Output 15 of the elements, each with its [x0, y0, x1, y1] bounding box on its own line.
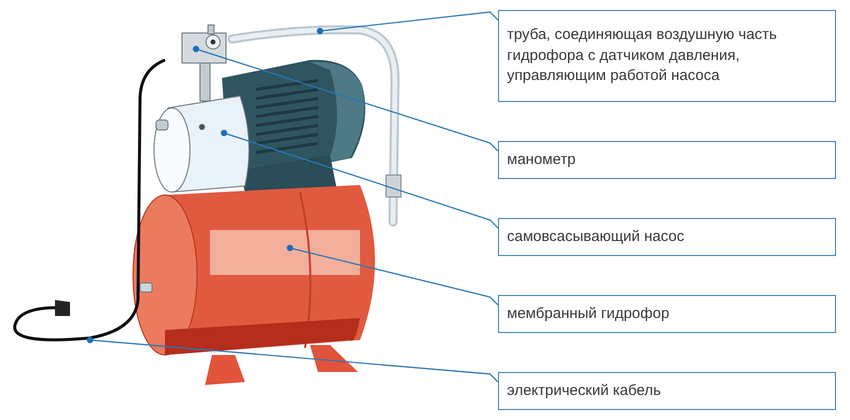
pressure-gauge	[182, 24, 226, 102]
callout-box: электрический кабель	[498, 372, 836, 410]
leader-line	[286, 244, 498, 306]
pump-housing	[154, 96, 250, 192]
leader-line	[192, 46, 498, 152]
tank	[132, 185, 375, 385]
leader-line	[86, 336, 498, 382]
callout-box: мембранный гидрофор	[498, 295, 836, 333]
callout-box: самовсасывающий насос	[498, 218, 836, 256]
power-cable	[13, 58, 166, 342]
leader-line	[220, 130, 498, 228]
callout-box: труба, соединяющая воздушную часть гидрофора с датчиком давления, управляющим работой насоса	[498, 10, 836, 102]
pipe	[228, 25, 402, 226]
leader-line	[316, 11, 498, 34]
callout-box: манометр	[498, 141, 836, 179]
